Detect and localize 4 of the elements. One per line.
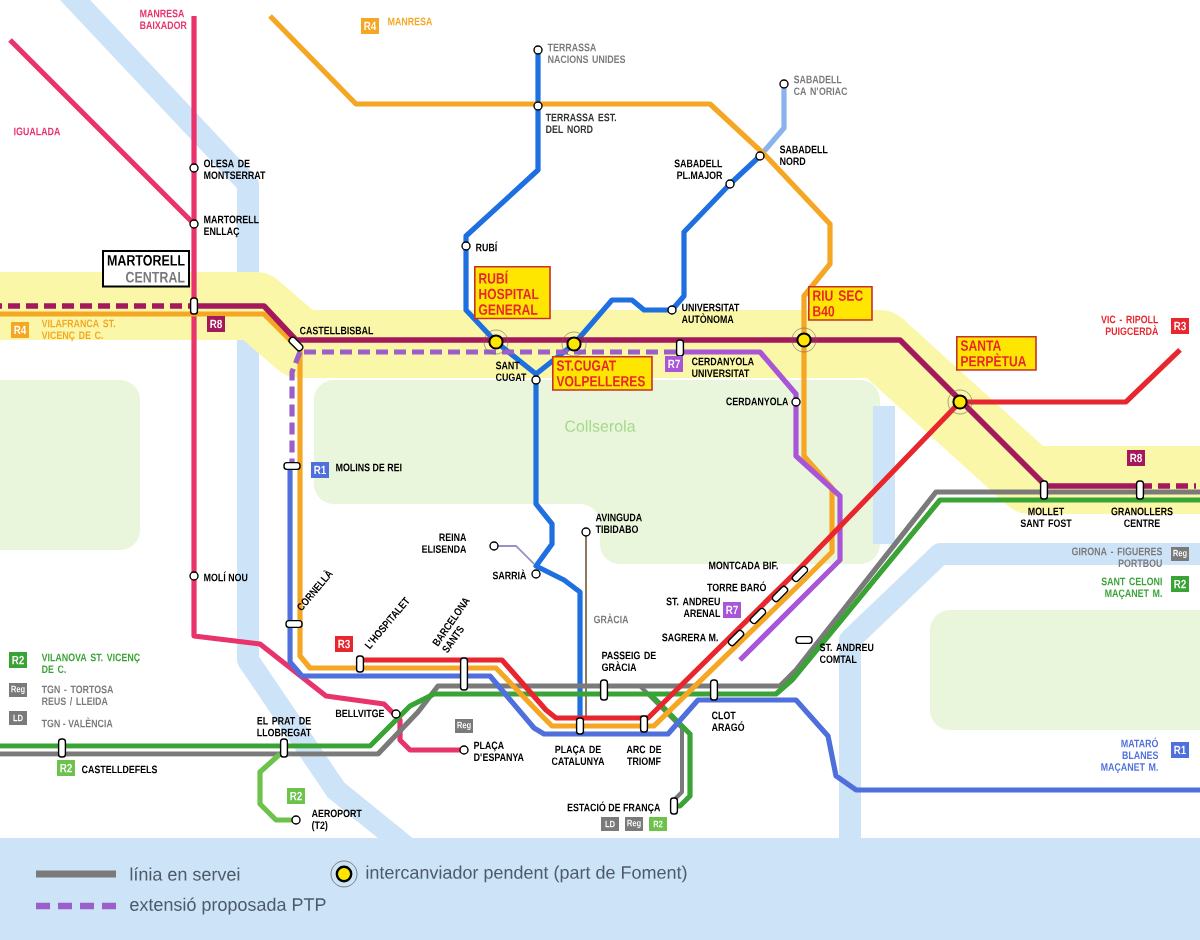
area-label: Collserola	[565, 420, 636, 432]
legend-text: extensió proposada PTP	[130, 897, 326, 915]
legend-text: línia en servei	[130, 867, 240, 881]
legend-text: intercanviador pendent (part de Foment)	[366, 865, 687, 883]
